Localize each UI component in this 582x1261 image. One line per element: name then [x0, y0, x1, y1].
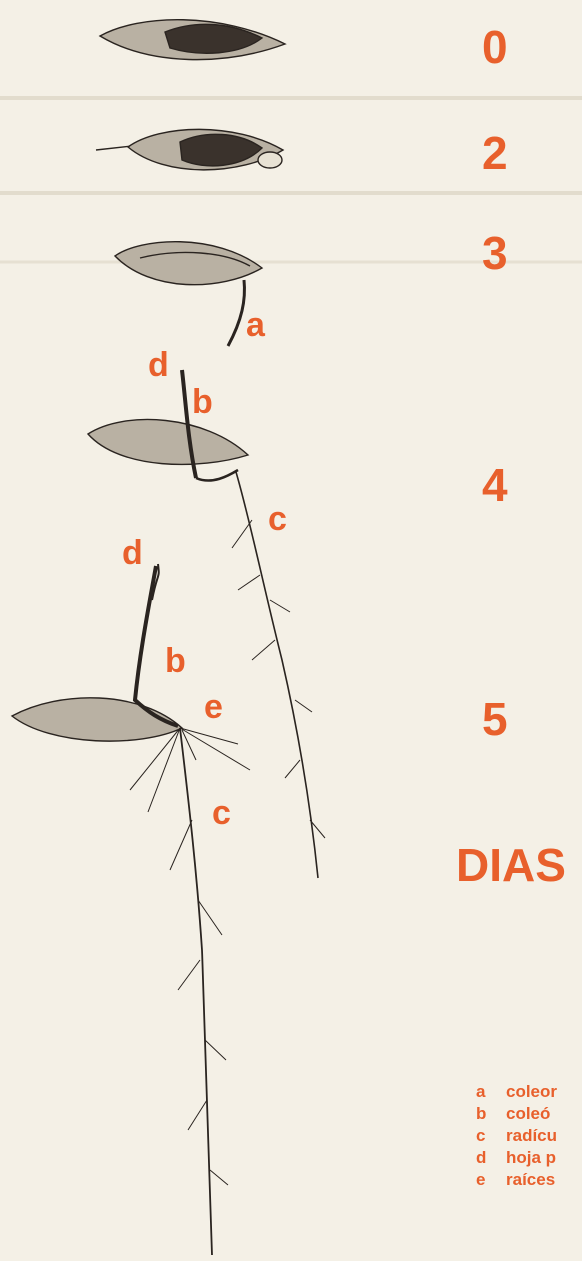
days-title: DIAS	[456, 842, 566, 888]
seed-day-3	[115, 242, 262, 346]
seedling-day-4	[88, 370, 325, 878]
part-label-d-day5: d	[122, 536, 143, 570]
part-label-b-day4: b	[192, 385, 213, 419]
seed-day-2	[96, 129, 283, 170]
part-label-a: a	[246, 308, 265, 342]
day-label-0: 0	[482, 24, 508, 70]
part-label-c-day4: c	[268, 502, 287, 536]
day-label-5: 5	[482, 696, 508, 742]
part-label-e-day5: e	[204, 690, 223, 724]
day-label-2: 2	[482, 130, 508, 176]
part-label-b-day5: b	[165, 644, 186, 678]
seed-day-0	[100, 20, 285, 60]
part-label-d-day4: d	[148, 348, 169, 382]
day-label-4: 4	[482, 462, 508, 508]
seedling-day-5	[12, 564, 250, 1255]
part-label-c-day5: c	[212, 796, 231, 830]
day-label-3: 3	[482, 230, 508, 276]
